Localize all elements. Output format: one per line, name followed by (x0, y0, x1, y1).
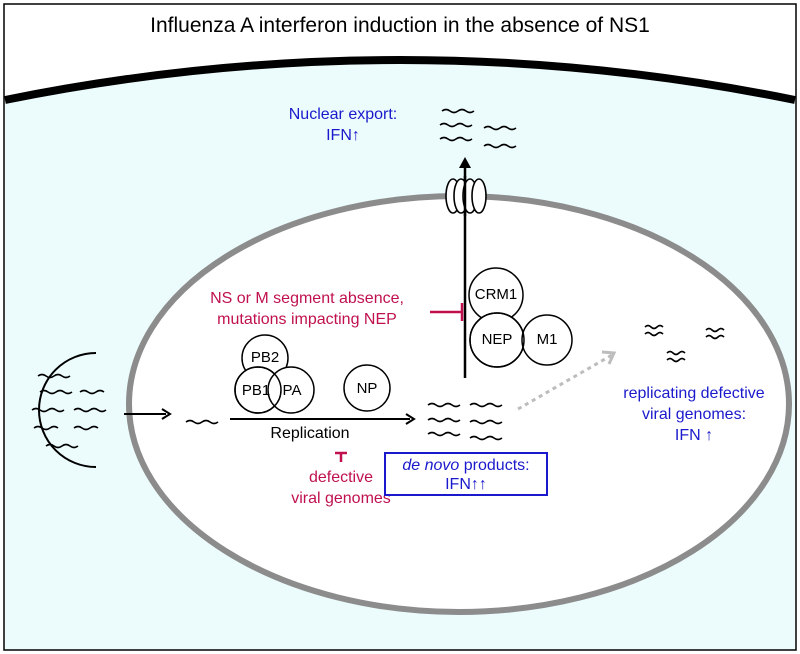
de-novo-products-box (384, 452, 548, 496)
np-protein (343, 364, 391, 412)
replication-arrowhead (405, 413, 416, 425)
nuclear-export-ifn: IFN↑ (326, 127, 360, 144)
replication-label: Replication (270, 425, 350, 442)
de-novo-rest: products: (459, 457, 530, 474)
nep-label: NEP (481, 331, 513, 348)
replicating-defective-label: replicating defective viral genomes: IFN… (604, 383, 784, 446)
m1-protein (521, 314, 573, 366)
nuclear-pore (445, 178, 487, 214)
export-arrowhead (459, 157, 471, 168)
replicating-defective-ifn: IFN ↑ (674, 427, 714, 444)
np-label: NP (356, 380, 378, 397)
m1-label: M1 (536, 331, 558, 348)
pb1-label: PB1 (241, 382, 271, 399)
virion-rna-segments (31, 373, 107, 449)
defective-genomes-line1: defective (308, 469, 374, 486)
de-novo-products-label: de novo products: IFN↑↑ (384, 456, 548, 494)
pa-label: PA (282, 382, 302, 399)
segment-absence-line2: mutations impacting NEP (217, 311, 397, 328)
defective-genomes-line2: viral genomes (291, 490, 391, 507)
de-novo-ifn: IFN↑↑ (445, 476, 487, 493)
diagram-title: Influenza A interferon induction in the … (150, 14, 650, 37)
exported-rna (439, 108, 517, 149)
entry-arrowhead (161, 408, 172, 420)
de-novo-rna (427, 402, 503, 441)
defective-genome-arrow (517, 353, 613, 411)
nuclear-export-label: Nuclear export: IFN↑ (266, 104, 420, 146)
plasma-membrane (4, 56, 796, 104)
incoming-vrna (185, 419, 219, 425)
defective-genomes-label: defective viral genomes (266, 467, 416, 509)
crm1-label: CRM1 (474, 286, 518, 303)
nuclear-export-line1: Nuclear export: (288, 106, 398, 123)
defective-genome-rna (644, 324, 725, 363)
de-novo-line1: de novo products: (384, 456, 548, 475)
replicating-defective-line1: replicating defective (623, 385, 765, 402)
segment-absence-line1: NS or M segment absence, (210, 290, 404, 307)
defective-genome-arrowhead (601, 350, 617, 365)
de-novo-italic: de novo (402, 457, 460, 474)
pb2-label: PB2 (250, 349, 280, 366)
pa-protein (267, 366, 315, 414)
replicating-defective-line2: viral genomes: (641, 406, 747, 423)
segment-absence-label: NS or M segment absence, mutations impac… (182, 288, 432, 330)
